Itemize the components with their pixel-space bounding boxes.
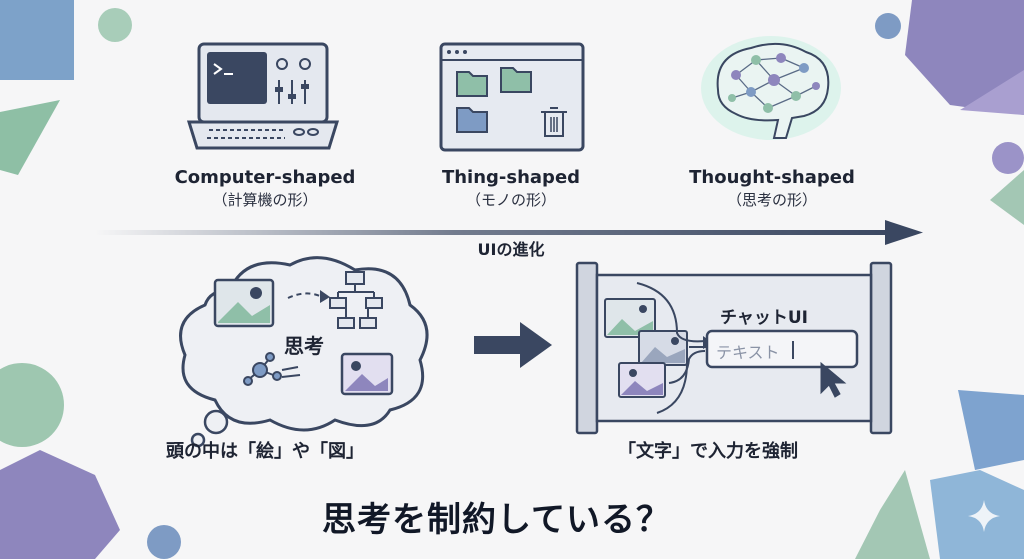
decor-hexagon-bottom-left bbox=[0, 450, 120, 559]
decor-circle-bottom-left-small bbox=[147, 525, 181, 559]
decor-hexagon-top-right bbox=[905, 0, 1024, 115]
decor-circle-right bbox=[992, 142, 1024, 174]
image-icon bbox=[213, 278, 275, 328]
thought-cloud-caption: 頭の中は「絵」や「図」 bbox=[166, 441, 364, 462]
chat-ui-panel bbox=[575, 261, 893, 435]
image-icon bbox=[618, 362, 666, 398]
flowchart-icon bbox=[329, 271, 383, 329]
network-icon bbox=[243, 352, 282, 386]
stage-subtitle-thing: （モノの形） bbox=[465, 191, 556, 209]
stage-subtitle-computer: （計算機の形） bbox=[212, 191, 318, 209]
folder-icon bbox=[500, 67, 532, 93]
decor-circle-top-left bbox=[98, 8, 132, 42]
thought-center-label: 思考 bbox=[284, 334, 324, 358]
folder-icon bbox=[456, 71, 488, 97]
stage-title-thing: Thing-shaped bbox=[441, 167, 581, 188]
chat-ui-title: チャットUI bbox=[720, 308, 808, 328]
decor-square-top-left bbox=[0, 0, 74, 80]
image-icon bbox=[340, 352, 394, 396]
evolution-arrow bbox=[95, 220, 923, 245]
brain-network-icon bbox=[701, 36, 841, 140]
thought-cloud bbox=[179, 256, 429, 448]
decor-triangle-bottom-right bbox=[855, 470, 930, 559]
image-icon bbox=[638, 330, 688, 366]
evolution-axis-label: UIの進化 bbox=[477, 240, 545, 259]
trash-icon bbox=[541, 107, 567, 137]
mouse-pointer-icon bbox=[820, 361, 847, 398]
stage-subtitle-thought: （思考の形） bbox=[726, 191, 817, 209]
decor-triangle-right bbox=[990, 170, 1024, 225]
chat-text-input-box bbox=[705, 329, 859, 369]
stage-title-thought: Thought-shaped bbox=[689, 167, 855, 188]
transition-arrow bbox=[474, 322, 552, 368]
decor-triangle-left bbox=[0, 100, 60, 175]
main-question: 思考を制約している？ bbox=[322, 500, 671, 540]
desktop-window-icon bbox=[439, 42, 585, 152]
terminal-icon bbox=[207, 52, 267, 104]
sparkle-icon bbox=[968, 500, 1000, 532]
decor-square-bottom-right bbox=[958, 390, 1024, 470]
decor-triangle-top-right bbox=[960, 70, 1024, 115]
folder-icon bbox=[456, 107, 488, 133]
chat-panel-caption: 「文字」で入力を強制 bbox=[618, 441, 798, 462]
laptop-icon bbox=[186, 42, 340, 150]
stage-title-computer: Computer-shaped bbox=[174, 167, 356, 188]
chat-text-input[interactable]: テキスト bbox=[716, 343, 780, 362]
decor-circle-bottom-left bbox=[0, 363, 64, 447]
decor-circle-top-right bbox=[875, 13, 901, 39]
